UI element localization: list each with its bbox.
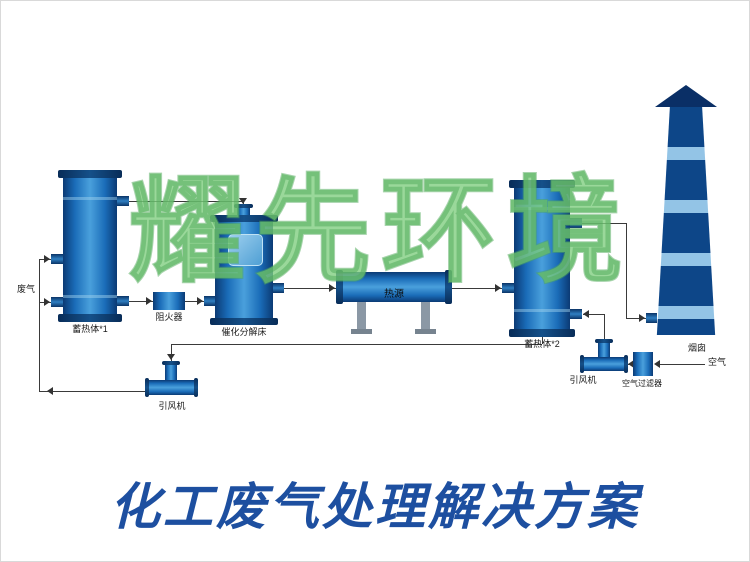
page-title: 化工废气处理解决方案	[110, 479, 640, 535]
fan2-right-flange	[624, 355, 628, 373]
regenerator1-vessel	[63, 178, 117, 314]
fan2-body	[584, 357, 624, 371]
fan1-label: 引风机	[158, 401, 186, 411]
regenerator1-nozzle	[117, 196, 129, 206]
waste-gas-label: 废气	[16, 284, 35, 294]
flow-arrow-icon	[583, 310, 589, 318]
flow-arrow-icon	[146, 297, 152, 305]
regenerator2-weld-band	[514, 309, 570, 312]
regenerator1-top-flange	[58, 170, 122, 178]
flow-arrow-icon	[639, 314, 645, 322]
fan2-label: 引风机	[569, 375, 597, 385]
regenerator1-nozzle	[117, 296, 129, 306]
heat-source-leg	[357, 302, 366, 329]
flow-arrow-icon	[44, 298, 50, 306]
flow-arrow-icon	[654, 360, 660, 368]
pipe-arrester-to-bed	[185, 301, 204, 302]
air-label: 空气	[707, 357, 726, 367]
pipe-fan2-to-reg2	[583, 314, 604, 315]
regenerator2-vessel	[514, 188, 570, 329]
catalytic-bed-top-flange	[210, 215, 278, 222]
pipe-reg1-to-arrester	[129, 301, 153, 302]
air-filter	[633, 352, 653, 376]
pipe-fan2-vertical	[604, 314, 605, 339]
chimney-inlet-nozzle	[646, 313, 657, 323]
fan1-left-flange	[145, 378, 149, 397]
pipe-bed-to-heatsource	[284, 288, 336, 289]
catalytic-bed-nozzle	[204, 296, 215, 306]
chimney-stack	[656, 107, 716, 335]
air-filter-label: 空气过滤器	[622, 379, 662, 388]
catalytic-bed-window	[228, 234, 263, 266]
catalytic-bed-label: 催化分解床	[221, 327, 267, 337]
fan1-body	[149, 380, 195, 395]
pipe-inlet-vertical	[39, 259, 40, 391]
flow-arrow-icon	[628, 360, 634, 368]
pipe-reg1-top-to-bed	[129, 201, 243, 202]
regenerator1-label: 蓄热体*1	[72, 324, 108, 334]
heat-source-foot	[351, 329, 372, 334]
heat-source-right-cap	[445, 270, 452, 304]
flame-arrester-label: 阻火器	[155, 312, 183, 322]
catalytic-bed-stub	[237, 208, 250, 219]
pipe-to-chimney-vertical	[626, 223, 627, 318]
fan2-stub	[598, 343, 610, 357]
catalytic-bed-nozzle	[273, 283, 284, 293]
flow-arrow-icon	[44, 255, 50, 263]
regenerator2-label: 蓄热体*2	[524, 339, 560, 349]
fan1-stub	[165, 365, 177, 380]
regenerator1-nozzle	[51, 297, 63, 307]
catalytic-bed-stub-flange	[234, 204, 253, 208]
heat-source-body	[343, 272, 445, 302]
regenerator1-weld-band	[63, 295, 117, 298]
pipe-reg2-top	[582, 223, 626, 224]
fan2-stub-flange	[595, 339, 613, 343]
chimney-label: 烟囱	[687, 343, 706, 353]
regenerator2-weld-band	[514, 207, 570, 210]
flow-arrow-icon	[197, 297, 203, 305]
regenerator1-weld-band	[63, 197, 117, 200]
regenerator2-bottom-flange	[509, 329, 575, 337]
pipe-air-inlet	[657, 364, 705, 365]
regenerator2-nozzle	[570, 309, 582, 319]
heat-source-left-cap	[336, 270, 343, 304]
chimney-cap	[655, 85, 717, 107]
regenerator1-nozzle	[51, 254, 63, 264]
regenerator2-top-flange	[509, 180, 575, 188]
fan1-stub-flange	[162, 361, 180, 365]
fan2-left-flange	[580, 355, 584, 373]
flow-arrow-icon	[239, 198, 247, 204]
flame-arrester	[153, 292, 185, 310]
fan1-right-flange	[194, 378, 198, 397]
regenerator1-bottom-flange	[58, 314, 122, 322]
pipe-heatsource-to-reg2	[452, 288, 502, 289]
flow-arrow-icon	[329, 284, 335, 292]
heat-source-leg	[421, 302, 430, 329]
flow-arrow-icon	[47, 387, 53, 395]
pipe-return-long	[171, 344, 542, 345]
regenerator2-nozzle	[502, 283, 514, 293]
pipe-fan1-to-inlet	[39, 391, 145, 392]
pipe-reg2-bottom-drop	[542, 337, 543, 344]
heat-source-label: 热源	[384, 289, 404, 300]
regenerator2-nozzle	[570, 218, 582, 228]
pipe-return-to-fan1	[171, 344, 172, 361]
catalytic-bed-bottom-flange	[210, 318, 278, 325]
flow-arrow-icon	[495, 284, 501, 292]
flow-arrow-icon	[167, 354, 175, 360]
heat-source-foot	[415, 329, 436, 334]
pipe-to-chimney-horizontal	[626, 318, 646, 319]
